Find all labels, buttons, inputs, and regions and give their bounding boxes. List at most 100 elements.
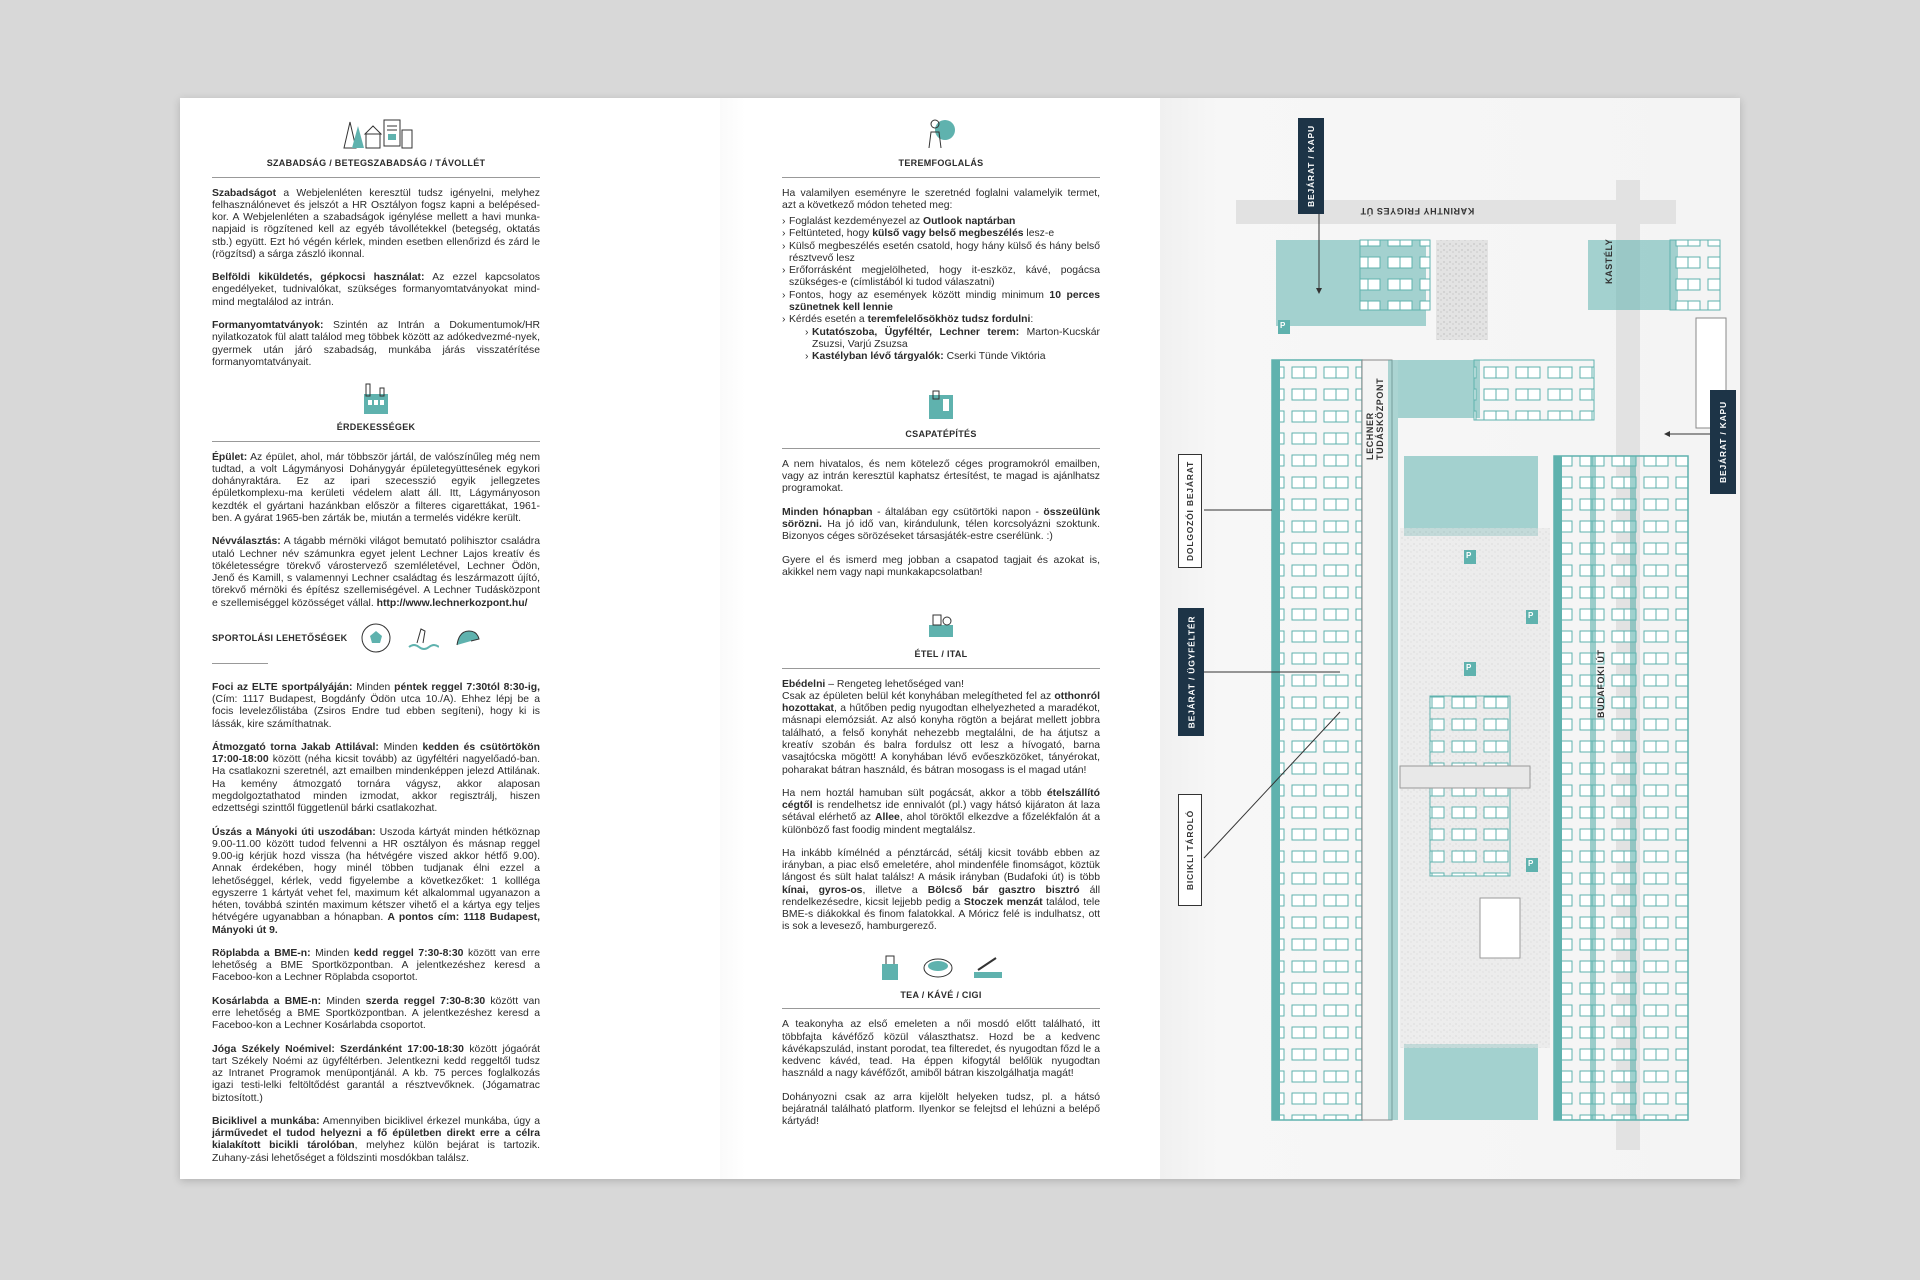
- castle-label: KASTÉLY: [1604, 238, 1614, 284]
- paragraph-text: Szintén az Intrán a Dokumentumok/HR nyil…: [212, 320, 541, 368]
- item-text: Marton-Kucskár Zsuzsi, Varjú Zsuzsa: [812, 326, 1100, 350]
- paragraph: Dohányozni csak az arra kijelölt helyeke…: [782, 1091, 1100, 1128]
- parking-sign: [1526, 858, 1538, 872]
- main-building-right-wing: [1553, 455, 1689, 1121]
- bold-term: Bölcső bár gasztro bisztró: [927, 884, 1080, 896]
- section-erdekessegek-head: ÉRDEKESSÉGEK: [212, 380, 540, 442]
- item-text: Fontos, hogy az események között mindig …: [789, 289, 1044, 301]
- bold-term: Kutatószoba, Ügyféltér, Lechner terem:: [812, 326, 1020, 338]
- paragraph: A teakonyha az első emeleten a női mosdó…: [782, 1019, 1100, 1080]
- list-item: Fontos, hogy az események között mindig …: [782, 290, 1100, 315]
- divider: [212, 662, 268, 664]
- football-icon: [361, 623, 391, 653]
- divider: [782, 667, 1100, 669]
- gate-right-label: BEJÁRAT / KAPU: [1710, 390, 1736, 494]
- paragraph: Gyere el és ismerd meg jobban a csapatod…: [782, 554, 1100, 578]
- bold-term: 10 perces szünetnek kell lennie: [789, 289, 1101, 313]
- bold-term: Épület:: [212, 451, 248, 463]
- paragraph-text: Ha jó idő van, kirándulunk, télen korcso…: [782, 519, 1101, 543]
- arrow-head: [1316, 288, 1322, 294]
- divider: [212, 440, 540, 442]
- bold-term: Biciklivel a munkába:: [212, 1115, 320, 1127]
- bold-term: Úszás a Mányoki úti uszodában:: [212, 826, 376, 838]
- bold-term: kedden és csütörtökön 17:00-18:00: [212, 741, 541, 766]
- parking-sign: [1464, 550, 1476, 564]
- section-title: SZABADSÁG / BETEGSZABADSÁG / TÁVOLLÉT: [266, 158, 486, 168]
- section-etel-head: ÉTEL / ITAL: [782, 607, 1100, 669]
- section-title: CSAPATÉPÍTÉS: [905, 429, 977, 440]
- item-text: Cserki Tünde Viktória: [946, 351, 1046, 363]
- lechner-label-line2: TUDÁSKÖZPONT: [1374, 377, 1385, 460]
- bold-term: kedd reggel 7:30-8:30: [353, 947, 464, 959]
- left-panel: SZABADSÁG / BETEGSZABADSÁG / TÁVOLLÉT Sz…: [180, 98, 740, 1179]
- bold-term: szerda reggel 7:30-8:30: [365, 995, 486, 1007]
- castle-building: [1588, 240, 1678, 310]
- main-building-left-wing: [1271, 359, 1363, 1121]
- paragraph-text: áll rendelkezésedre, kicsit lejjebb pedi…: [782, 884, 1101, 908]
- parking-sign: [1278, 320, 1290, 334]
- section-title: ÉRDEKESSÉGEK: [336, 422, 416, 433]
- parking-sign: [1464, 662, 1476, 676]
- bike-storage-label: BICIKLI TÁROLÓ: [1178, 794, 1202, 906]
- divider: [212, 176, 540, 178]
- parking-letter: P: [1280, 321, 1286, 330]
- client-entrance-label: BEJÁRAT / ÜGYFÉLTÉR: [1178, 608, 1204, 736]
- divider: [782, 447, 1100, 449]
- bold-term: Jóga Székely Noémivel: Szerdánként 17:00…: [212, 1043, 464, 1055]
- item-text: Foglalást kezdeményezel az: [789, 216, 921, 228]
- paragraph-text: , illetve a: [862, 884, 918, 896]
- paragraph-text: Ha inkább kímélnéd a pénztárcád, sétálj …: [782, 847, 1100, 884]
- item-text: Feltünteted, hogy: [789, 228, 870, 240]
- paragraph-text: Minden: [326, 995, 361, 1007]
- paragraph: Kosárlabda a BME-n: Minden szerda reggel…: [212, 996, 540, 1033]
- list-item: Külső megbeszélés esetén csatold, hogy h…: [782, 241, 1100, 266]
- paragraph: Ha nem hoztál hamuban sült pogácsát, akk…: [782, 788, 1100, 837]
- website-link[interactable]: http://www.lechnerkozpont.hu/: [376, 597, 528, 609]
- contacts-sublist: Kutatószoba, Ügyféltér, Lechner terem: M…: [789, 327, 1100, 364]
- paragraph: Formanyomtatványok: Szintén az Intrán a …: [212, 320, 540, 369]
- paragraph: Szabadságot a Webjelenléten keresztül tu…: [212, 188, 540, 262]
- paragraph-text: között van erre lehetőség a BME Sportköz…: [212, 947, 541, 984]
- paragraph: Belföldi kiküldetés, gépkocsi használat:…: [212, 272, 540, 309]
- bold-term: Röplabda a BME-n:: [212, 947, 311, 959]
- arrow-head: [1664, 431, 1670, 437]
- paragraph-text: között jógaórát tart Székely Noémi az üg…: [212, 1043, 540, 1104]
- paragraph-text: Minden: [383, 741, 418, 753]
- paragraph-text: A tágabb mérnöki világot bemutató polihi…: [212, 536, 540, 609]
- section-csapat-head: CSAPATÉPÍTÉS: [782, 387, 1100, 449]
- brochure-sheet: SZABADSÁG / BETEGSZABADSÁG / TÁVOLLÉT Sz…: [180, 98, 1740, 1179]
- paragraph-text: , a hűtőben pedig nyugodtan elhelyezhete…: [782, 703, 1100, 776]
- gravel-area: [1436, 240, 1488, 340]
- bold-term: péntek reggel 7:30tól 8:30-ig,: [394, 681, 540, 693]
- paragraph-text: találod, tele BME-s diákokkal és finom f…: [782, 896, 1100, 933]
- corridor: [1361, 359, 1393, 1121]
- label-text: BEJÁRAT / KAPU: [1718, 401, 1729, 483]
- parking-letter: P: [1466, 663, 1472, 672]
- list-item: Foglalást kezdeményezel az Outlook naptá…: [782, 216, 1100, 229]
- item-text: lesz-e: [1026, 228, 1055, 240]
- teapot-icon: [882, 955, 898, 980]
- list-item: Kastélyban lévő tárgyalók: Cserki Tünde …: [805, 351, 1100, 364]
- paragraph: Foci az ELTE sportpályáján: Minden pénte…: [212, 682, 540, 731]
- paragraph-text: között (néha kicsit tovább) az ügyféltér…: [212, 754, 541, 815]
- bold-term: Allee: [874, 812, 900, 824]
- paragraph-text: Az épület, ahol, már többször jártál, de…: [212, 451, 540, 524]
- section-title: ÉTEL / ITAL: [914, 649, 968, 660]
- street-label-budafoki: BUDAFOKI ÚT: [1596, 649, 1606, 718]
- bold-term: Stoczek menzát: [963, 896, 1043, 908]
- paragraph: Jóga Székely Noémivel: Szerdánként 17:00…: [212, 1044, 540, 1105]
- bold-term: külső vagy belső megbeszélés: [872, 228, 1024, 240]
- paragraph-text: (Cím: 1117 Budapest, Bogdánfy Ödön utca …: [212, 694, 540, 730]
- item-text: :: [1030, 314, 1034, 326]
- paragraph: A nem hivatalos, és nem kötelező céges p…: [782, 458, 1100, 495]
- middle-column: TEREMFOGLALÁS Ha valamilyen eseményre le…: [782, 114, 1100, 1139]
- bold-term: Névválasztás:: [212, 536, 281, 548]
- section-sport-head: SPORTOLÁSI LEHETŐSÉGEK: [212, 621, 540, 655]
- paragraph-text: - általában egy csütörtöki napon -: [877, 506, 1039, 518]
- main-building-inner-edge: [1388, 360, 1398, 1120]
- bold-term: Kastélyban lévő tárgyalók:: [812, 351, 944, 363]
- campus-map-panel: KARINTHY FRIGYES ÚT BUDAFOKI ÚT BEJÁRAT …: [1160, 98, 1740, 1179]
- coffee-cup-icon: [923, 958, 953, 978]
- paragraph: Ha inkább kímélnéd a pénztárcád, sétálj …: [782, 848, 1100, 934]
- bold-term: Ebédelni: [782, 678, 826, 690]
